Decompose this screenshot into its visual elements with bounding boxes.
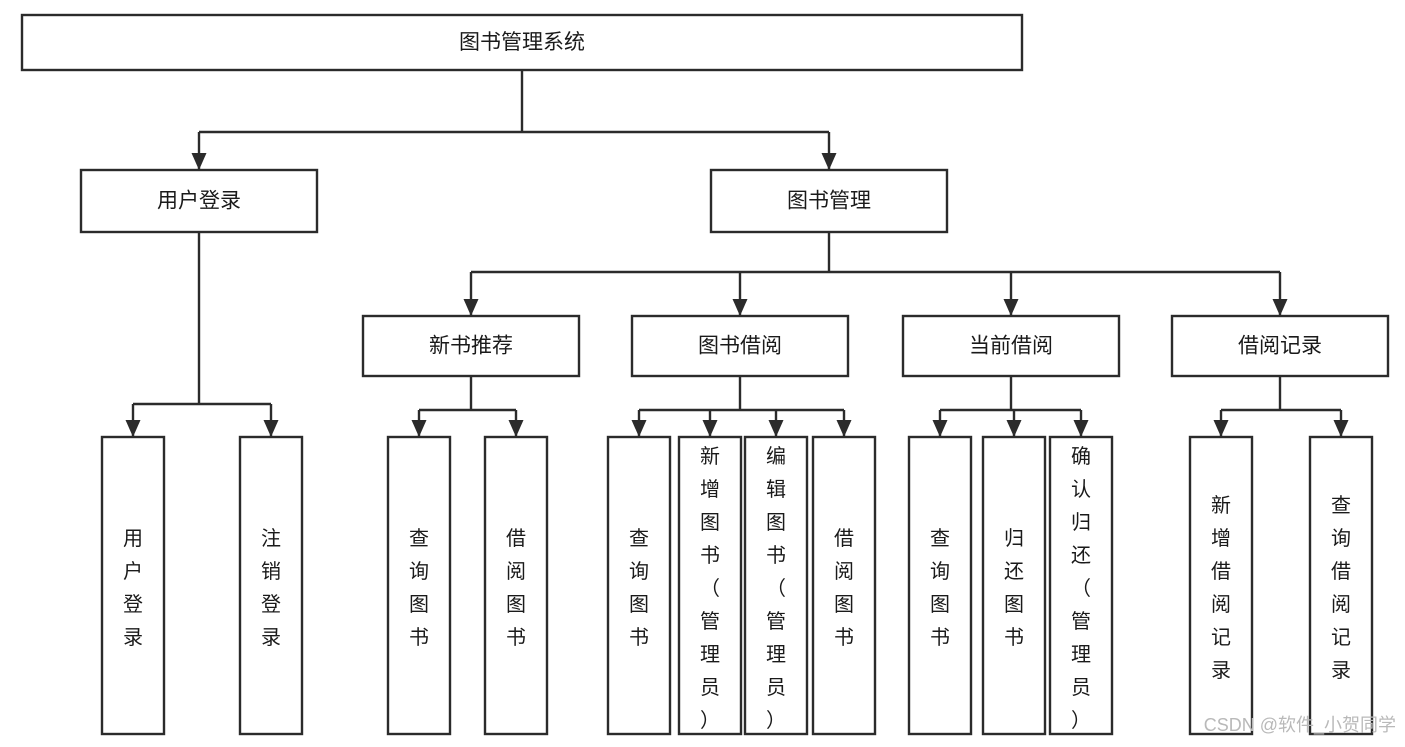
- node-label-borrow-record: 借阅记录: [1238, 335, 1322, 358]
- node-box-leaf-query-book-recommend[interactable]: [386, 435, 452, 736]
- node-label-leaf-query-book-current: 查询图书: [930, 527, 950, 649]
- node-box-leaf-query-book-current[interactable]: [907, 435, 973, 736]
- node-box-leaf-query-borrow-record[interactable]: [1308, 435, 1374, 736]
- node-label-new-book-recommend: 新书推荐: [429, 335, 513, 358]
- node-box-leaf-confirm-return-admin[interactable]: [1048, 435, 1114, 736]
- arrow-head-icon: [768, 420, 784, 437]
- node-label-leaf-edit-book-admin: 编辑图书（管理员）: [766, 445, 786, 732]
- node-leaf-edit-book-admin[interactable]: 编辑图书（管理员）: [743, 435, 809, 736]
- node-borrow-record[interactable]: 借阅记录: [1170, 314, 1390, 378]
- node-box-current-borrow[interactable]: [901, 314, 1121, 378]
- nodes-layer: 图书管理系统用户登录图书管理新书推荐图书借阅当前借阅借阅记录用户登录注销登录查询…: [20, 13, 1390, 736]
- arrow-head-icon: [732, 299, 748, 316]
- arrow-head-icon: [463, 299, 479, 316]
- node-root[interactable]: 图书管理系统: [20, 13, 1024, 72]
- node-label-leaf-query-book-recommend: 查询图书: [409, 527, 429, 649]
- arrow-head-icon: [125, 420, 141, 437]
- node-label-leaf-borrow-book: 借阅图书: [834, 527, 854, 649]
- node-box-leaf-borrow-book-recommend[interactable]: [483, 435, 549, 736]
- node-box-root[interactable]: [20, 13, 1024, 72]
- node-label-leaf-confirm-return-admin: 确认归还（管理员）: [1071, 445, 1091, 732]
- arrow-head-icon: [263, 420, 279, 437]
- arrow-head-icon: [1003, 299, 1019, 316]
- arrow-head-icon: [508, 420, 524, 437]
- node-box-user-login[interactable]: [79, 168, 319, 234]
- node-label-root: 图书管理系统: [459, 31, 585, 54]
- node-leaf-logout-login[interactable]: 注销登录: [238, 435, 304, 736]
- node-box-borrow-record[interactable]: [1170, 314, 1390, 378]
- node-leaf-borrow-book[interactable]: 借阅图书: [811, 435, 877, 736]
- node-label-leaf-user-login: 用户登录: [123, 528, 143, 649]
- node-label-book-management: 图书管理: [787, 190, 871, 213]
- arrow-head-icon: [702, 420, 718, 437]
- node-label-leaf-query-borrow-record: 查询借阅记录: [1331, 494, 1351, 682]
- arrow-head-icon: [631, 420, 647, 437]
- node-label-leaf-return-book: 归还图书: [1004, 527, 1024, 649]
- node-box-leaf-add-book-admin[interactable]: [677, 435, 743, 736]
- node-leaf-return-book[interactable]: 归还图书: [981, 435, 1047, 736]
- node-label-book-borrow: 图书借阅: [698, 335, 782, 358]
- node-box-book-borrow[interactable]: [630, 314, 850, 378]
- arrow-head-icon: [1333, 420, 1349, 437]
- node-user-login[interactable]: 用户登录: [79, 168, 319, 234]
- node-box-leaf-return-book[interactable]: [981, 435, 1047, 736]
- node-leaf-add-book-admin[interactable]: 新增图书（管理员）: [677, 435, 743, 736]
- node-current-borrow[interactable]: 当前借阅: [901, 314, 1121, 378]
- node-label-leaf-query-book-borrow: 查询图书: [629, 527, 649, 649]
- node-leaf-borrow-book-recommend[interactable]: 借阅图书: [483, 435, 549, 736]
- node-box-new-book-recommend[interactable]: [361, 314, 581, 378]
- node-leaf-query-borrow-record[interactable]: 查询借阅记录: [1308, 435, 1374, 736]
- node-book-management[interactable]: 图书管理: [709, 168, 949, 234]
- arrow-head-icon: [191, 153, 207, 170]
- node-leaf-query-book-recommend[interactable]: 查询图书: [386, 435, 452, 736]
- node-leaf-query-book-current[interactable]: 查询图书: [907, 435, 973, 736]
- node-box-book-management[interactable]: [709, 168, 949, 234]
- arrow-head-icon: [836, 420, 852, 437]
- node-label-leaf-logout-login: 注销登录: [261, 527, 281, 649]
- node-box-leaf-edit-book-admin[interactable]: [743, 435, 809, 736]
- node-box-leaf-query-book-borrow[interactable]: [606, 435, 672, 736]
- node-box-leaf-borrow-book[interactable]: [811, 435, 877, 736]
- node-box-leaf-add-borrow-record[interactable]: [1188, 435, 1254, 736]
- connectors-layer: [125, 70, 1349, 437]
- node-leaf-user-login[interactable]: 用户登录: [100, 435, 166, 736]
- node-label-leaf-add-book-admin: 新增图书（管理员）: [700, 445, 720, 732]
- arrow-head-icon: [1213, 420, 1229, 437]
- node-label-leaf-borrow-book-recommend: 借阅图书: [506, 527, 526, 649]
- node-label-user-login: 用户登录: [157, 190, 241, 213]
- node-leaf-query-book-borrow[interactable]: 查询图书: [606, 435, 672, 736]
- node-label-current-borrow: 当前借阅: [969, 335, 1053, 358]
- node-box-leaf-logout-login[interactable]: [238, 435, 304, 736]
- node-leaf-add-borrow-record[interactable]: 新增借阅记录: [1188, 435, 1254, 736]
- arrow-head-icon: [411, 420, 427, 437]
- arrow-head-icon: [821, 153, 837, 170]
- node-book-borrow[interactable]: 图书借阅: [630, 314, 850, 378]
- node-leaf-confirm-return-admin[interactable]: 确认归还（管理员）: [1048, 435, 1114, 736]
- csdn-watermark: CSDN @软件_小贺同学: [1204, 715, 1396, 736]
- node-new-book-recommend[interactable]: 新书推荐: [361, 314, 581, 378]
- arrow-head-icon: [1006, 420, 1022, 437]
- arrow-head-icon: [1272, 299, 1288, 316]
- arrow-head-icon: [932, 420, 948, 437]
- node-box-leaf-user-login[interactable]: [100, 435, 166, 736]
- arrow-head-icon: [1073, 420, 1089, 437]
- node-label-leaf-add-borrow-record: 新增借阅记录: [1211, 494, 1231, 682]
